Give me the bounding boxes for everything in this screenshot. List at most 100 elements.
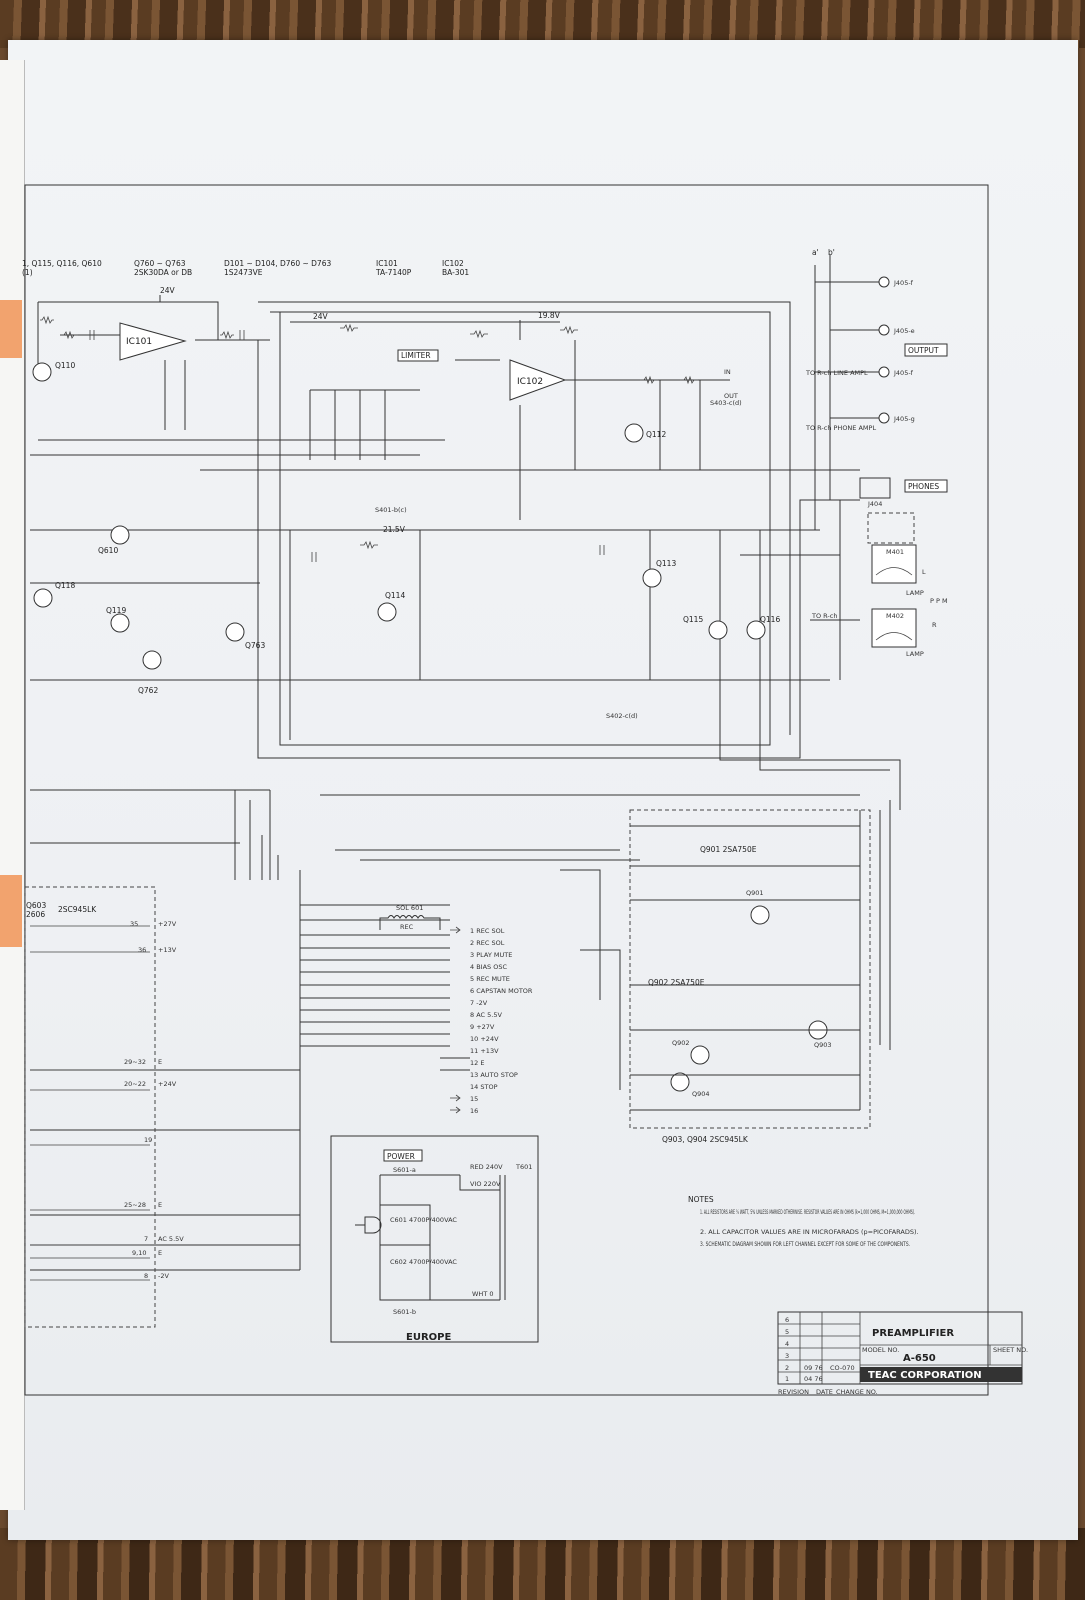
m401-label: M401: [886, 548, 904, 556]
rev-1: 1: [785, 1375, 789, 1383]
connector-pin-list: 1 REC SOL 2 REC SOL 3 PLAY MUTE 4 BIAS O…: [470, 927, 533, 1115]
rev-2: 2: [785, 1364, 789, 1372]
pin-12: 12 E: [470, 1059, 484, 1067]
rail-pin-6: 7: [144, 1235, 148, 1243]
rail-pin-5: 25~28: [124, 1201, 146, 1209]
q118-label: Q118: [55, 581, 75, 590]
transistor-symbols: [32, 362, 828, 1092]
rail-pin-7-v: E: [158, 1249, 162, 1257]
model-number: A-650: [903, 1353, 936, 1364]
power-label: POWER: [387, 1152, 415, 1161]
rev-2-date: 09 76: [804, 1364, 823, 1372]
to-rch-label: TO R-ch: [811, 612, 837, 620]
rail-24v-b: 24V: [313, 312, 329, 321]
ic101-amplifier: [119, 322, 187, 361]
limiter-label: LIMITER: [401, 351, 431, 360]
q606-label: 2606: [26, 910, 45, 919]
rail-pin-8-v: -2V: [158, 1272, 169, 1280]
upper-wiring: [30, 255, 901, 810]
regulator-dashed-region: [629, 809, 871, 1129]
q116-label: Q116: [760, 615, 780, 624]
phones-label: PHONES: [908, 482, 939, 491]
pin-1: 1 REC SOL: [470, 927, 505, 935]
q119-label: Q119: [106, 606, 126, 615]
header-transistors-b: Q760 ~ Q763: [134, 259, 186, 268]
rail-pin-5-v: E: [158, 1201, 162, 1209]
meter-lamp-box: [867, 512, 915, 544]
rail-pin-8: 8: [144, 1272, 148, 1280]
t601-label: T601: [515, 1163, 532, 1171]
header-diodes-sub: 1S2473VE: [224, 268, 263, 277]
header-transistors-a-sub: (1): [22, 268, 33, 277]
t601-wht-label: WHT 0: [472, 1290, 494, 1298]
rev-5: 5: [785, 1328, 789, 1336]
q110-label: Q110: [55, 361, 75, 370]
c601-label: C601 4700P/400VAC: [390, 1216, 457, 1224]
q114-label: Q114: [385, 591, 405, 600]
rail-pin-3-v: +24V: [158, 1080, 177, 1088]
power-label-box: [383, 1149, 423, 1162]
limiter-box: [397, 349, 439, 362]
rev-header-date: DATE: [816, 1388, 833, 1396]
jack-4: J405-g: [893, 415, 915, 423]
pin-4: 4 BIAS OSC: [470, 963, 507, 971]
ppm-label: P P M: [930, 597, 948, 605]
q901-label: Q901: [746, 889, 764, 897]
to-rch-line-label: TO R-ch LINE AMPL: [805, 369, 868, 377]
rev-header-change: CHANGE NO.: [836, 1388, 878, 1396]
pin-13: 13 AUTO STOP: [470, 1071, 518, 1079]
to-rch-phone-label: TO R-ch PHONE AMPL: [805, 424, 876, 432]
m402-label: M402: [886, 612, 904, 620]
header-diodes: D101 ~ D104, D760 ~ D763: [224, 259, 331, 268]
pin-14: 14 STOP: [470, 1083, 498, 1091]
rev-6: 6: [785, 1316, 789, 1324]
header-ic101-sub: TA-7140P: [375, 268, 412, 277]
component-marks: [40, 315, 698, 562]
q113-label: Q113: [656, 559, 676, 568]
rev-header-revision: REVISION: [778, 1388, 809, 1396]
notes-title: NOTES: [688, 1195, 714, 1204]
s601a-label: S601-a: [393, 1166, 416, 1174]
jack-1: J405-f: [893, 279, 914, 287]
switch-out-label: OUT: [724, 392, 738, 400]
q603-type-label: 2SC945LK: [58, 905, 97, 914]
q902-label: Q902: [672, 1039, 690, 1047]
ic101-label: IC101: [126, 337, 152, 347]
left-rail-pins: 35 +27V 36 +13V 29~32 E 20~22 +24V 19 25…: [124, 920, 184, 1280]
rail-pin-1: 36: [138, 946, 146, 954]
rail-pin-3: 20~22: [124, 1080, 146, 1088]
q903-type-label: Q903, Q904 2SC945LK: [662, 1135, 749, 1144]
header-transistors-b-sub: 2SK30DA or DB: [134, 268, 192, 277]
s401-label: S401-b(c): [375, 506, 407, 514]
s403-label: S403-c(d): [710, 399, 742, 407]
sol601-label: SOL 601: [396, 904, 423, 912]
q610-label: Q610: [98, 546, 118, 555]
rev-3: 3: [785, 1352, 789, 1360]
s402-label: S402-c(d): [606, 712, 638, 720]
q603-dashed-region: [24, 886, 156, 1328]
q603-label: Q603: [26, 901, 46, 910]
meter-l-label: L: [922, 568, 926, 576]
meter-m402: [871, 608, 917, 648]
orange-tab-upper: [0, 300, 22, 358]
pin-2: 2 REC SOL: [470, 939, 505, 947]
lamp1-label: LAMP: [906, 589, 924, 597]
phones-jack: [859, 477, 891, 499]
q901-type-label: Q901 2SA750E: [700, 845, 757, 854]
rail-pin-2: 29~32: [124, 1058, 146, 1066]
note-1: 1. ALL RESISTORS ARE ¼ WATT, 5% UNLESS M…: [700, 1208, 915, 1216]
c602-label: C602 4700P/400VAC: [390, 1258, 457, 1266]
title-preamplifier: PREAMPLIFIER: [872, 1328, 954, 1339]
rail-pin-1-v: +13V: [158, 946, 177, 954]
note-2: 2. ALL CAPACITOR VALUES ARE IN MICROFARA…: [700, 1228, 919, 1236]
jack-2: J405-e: [893, 327, 915, 335]
q904-label: Q904: [692, 1090, 710, 1098]
ic102-label: IC102: [517, 377, 543, 387]
rev-2-change: CO-070: [830, 1364, 855, 1372]
rev-4: 4: [785, 1340, 789, 1348]
header-ic102: IC102: [442, 259, 464, 268]
ic102-amplifier: [509, 359, 567, 401]
q903-label: Q903: [814, 1041, 832, 1049]
s601b-label: S601-b: [393, 1308, 416, 1316]
